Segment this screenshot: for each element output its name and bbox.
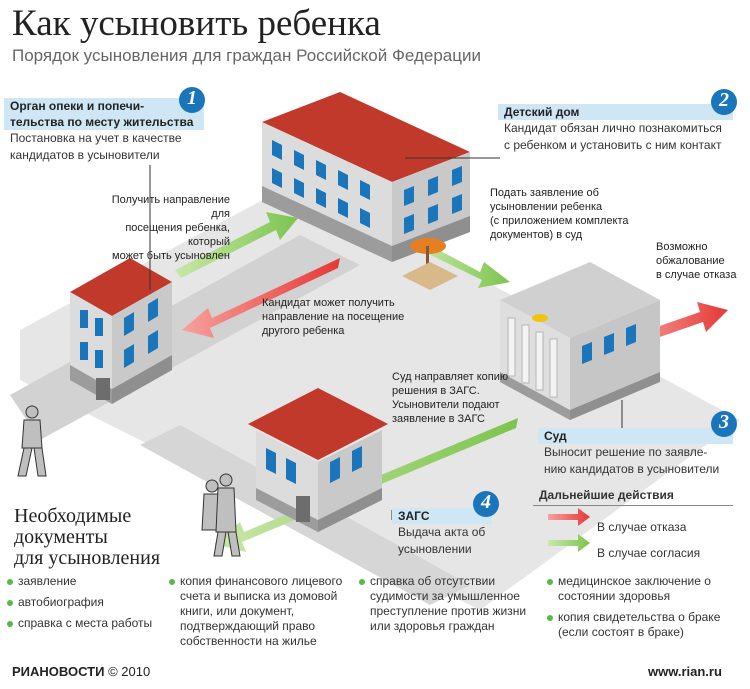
arrow-green-1-to-2 — [175, 212, 298, 278]
list-item: копия свидетельства о браке (если состоя… — [546, 610, 744, 640]
step-1-title-cont: тельства по месту жительства — [4, 114, 204, 130]
documents-col-2: копия финансового лицевого счета и выпис… — [168, 574, 353, 655]
step-3-text-1: Выносит решение по заявле- — [544, 445, 708, 459]
step-4-title: ЗАГС — [392, 508, 492, 524]
list-item: копия финансового лицевого счета и выпис… — [168, 574, 353, 649]
legend-row-refusal: В случае отказа — [533, 516, 733, 538]
step-1-box: Орган опеки и попечи- тельства по месту … — [4, 98, 204, 164]
documents-col-1: заявление автобиография справка с места … — [6, 574, 166, 637]
step-1-text-2: кандидатов в усыновители — [10, 148, 160, 162]
legend-title: Дальнейшие действия — [533, 488, 733, 506]
step-1-text-1: Постановка на учет в качестве — [10, 131, 182, 145]
note-appeal: Возможно обжалование в случае отказа — [656, 241, 737, 281]
step-4-text-1: Выдача акта об — [398, 525, 486, 539]
step-2-title: Детский дом — [498, 104, 733, 120]
list-item: справка об отсутствии судимости за умышл… — [358, 574, 538, 634]
step-4-box: ЗАГС Выдача акта об усыновлении — [392, 508, 492, 558]
step-3-text-2: нию кандидатов в усыновители — [544, 462, 720, 476]
step-4-badge: 4 — [472, 490, 500, 518]
documents-col-4: медицинское заключение о состоянии здоро… — [546, 574, 744, 646]
documents-title: Необходимые документы для усыновления — [14, 505, 161, 569]
people-couple — [201, 473, 241, 557]
copyright: © 2010 — [108, 664, 151, 679]
page-subtitle: Порядок усыновления для граждан Российск… — [12, 46, 481, 65]
legend-row-consent: В случае согласия — [533, 542, 733, 564]
note-other-child: Кандидат может получить направление на п… — [262, 297, 405, 337]
ground — [20, 180, 740, 610]
legend-refusal-label: В случае отказа — [597, 520, 687, 534]
footer-brand: РИАНОВОСТИ © 2010 — [12, 664, 150, 679]
step-2-box: Детский дом Кандидат обязан лично познак… — [498, 104, 733, 154]
list-item: заявление — [6, 574, 166, 589]
step-2-text-1: Кандидат обязан лично познакомиться — [504, 121, 722, 135]
list-item: автобиография — [6, 595, 166, 610]
building-orphanage — [262, 92, 470, 290]
note-court-copy: Суд направляет копию решения в ЗАГС. Усы… — [392, 371, 509, 425]
documents-col-3: справка об отсутствии судимости за умышл… — [358, 574, 538, 640]
arrow-red-2-to-1 — [182, 258, 340, 338]
step-3-badge: 3 — [710, 410, 738, 438]
list-item: справка с места работы — [6, 616, 166, 631]
step-2-text-2: с ребенком и установить с ним контакт — [504, 138, 722, 152]
footer-url[interactable]: www.rian.ru — [648, 664, 722, 679]
legend: Дальнейшие действия В случае отказа В сл… — [533, 488, 733, 568]
step-2-badge: 2 — [710, 88, 738, 116]
building-registry — [248, 388, 388, 532]
note-application: Подать заявление об усыновлении ребенка … — [490, 187, 629, 241]
building-court — [500, 262, 660, 420]
step-4-text-2: усыновлении — [398, 542, 472, 556]
note-referral: Получить направление для посещения ребен… — [111, 194, 230, 262]
page-title: Как усыновить ребенка — [12, 3, 381, 44]
person-walking — [17, 405, 47, 477]
brand-logo-text: РИАНОВОСТИ — [12, 664, 105, 679]
step-3-title: Суд — [538, 428, 733, 444]
step-3-box: Суд Выносит решение по заявле- нию канди… — [538, 428, 733, 478]
legend-consent-label: В случае согласия — [597, 546, 701, 560]
building-guardianship — [70, 258, 172, 404]
legend-red-arrow — [548, 508, 590, 526]
step-1-title: Орган опеки и попечи- — [4, 98, 204, 114]
legend-green-arrow — [548, 534, 590, 552]
connector-lines — [149, 157, 623, 520]
list-item: медицинское заключение о состоянии здоро… — [546, 574, 744, 604]
step-1-badge: 1 — [178, 86, 206, 114]
